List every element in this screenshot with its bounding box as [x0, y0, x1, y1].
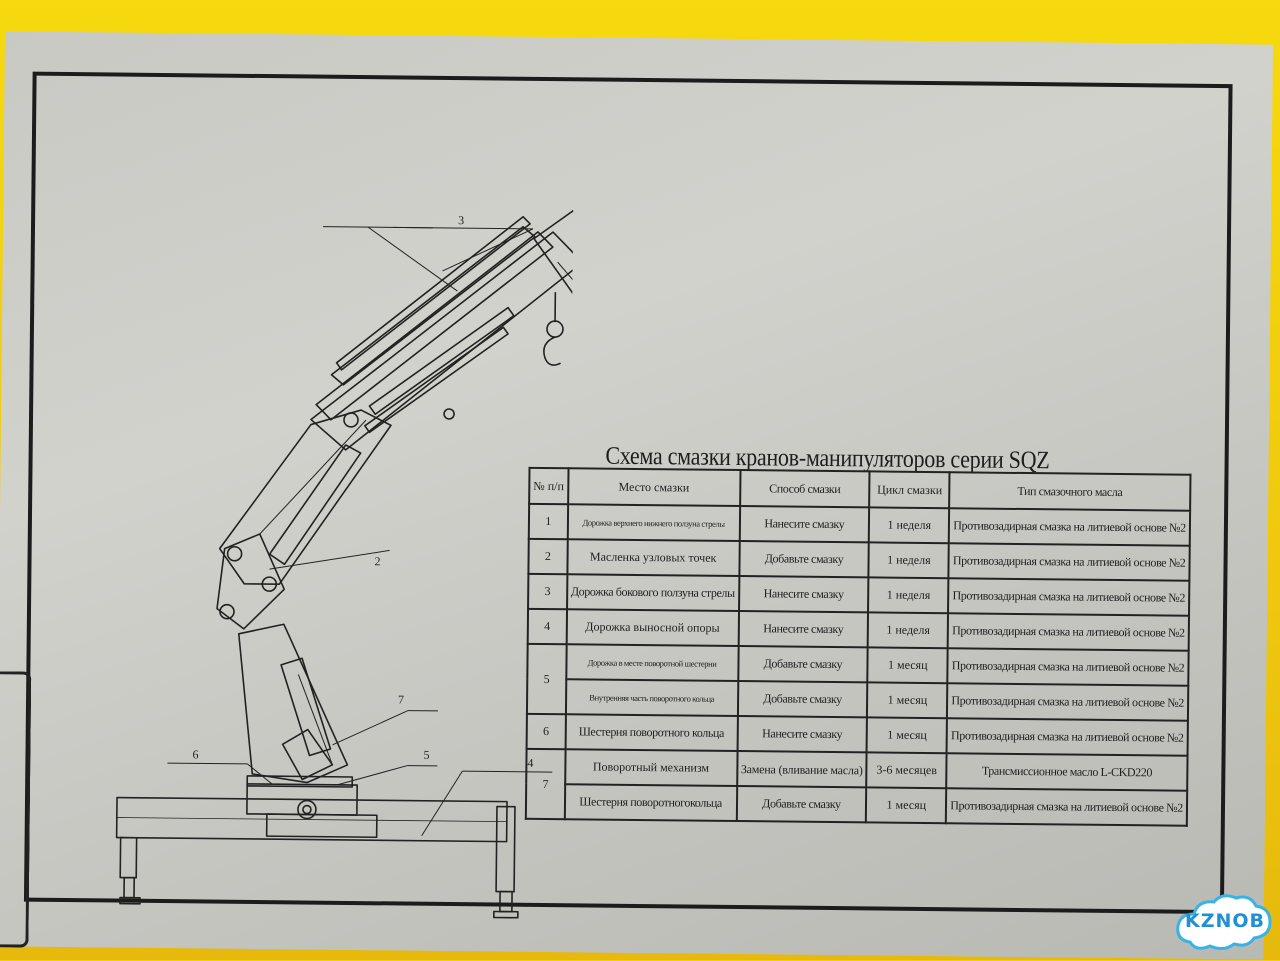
row-no: 2 [528, 539, 567, 574]
lubrication-plate: 1 2 3 4 5 6 7 Схема смазки кранов-манипу… [0, 31, 1273, 959]
callout-5: 5 [423, 748, 429, 762]
row-oil: Противозадирная смазка на литиевой основ… [947, 683, 1188, 721]
row-oil: Противозадирная смазка на литиевой основ… [947, 718, 1188, 756]
row-cycle: 1 неделя [869, 507, 949, 543]
row-oil: Противозадирная смазка на литиевой основ… [948, 613, 1189, 651]
row-method: Добавьте смазку [738, 646, 868, 682]
row-oil: Противозадирная смазка на литиевой основ… [949, 508, 1190, 546]
row-method: Нанесите смазку [739, 576, 869, 612]
row-method: Нанесите смазку [739, 506, 869, 542]
row-cycle: 1 неделя [868, 612, 948, 648]
row-place: Внутренняя часть поворотного кольца [566, 679, 738, 716]
row-place: Дорожка бокового ползуна стрелы [567, 574, 739, 611]
row-oil: Противозадирная смазка на литиевой основ… [946, 788, 1187, 826]
row-no: 5 [527, 644, 566, 714]
row-cycle: 1 месяц [867, 682, 947, 718]
row-cycle: 1 месяц [866, 787, 946, 823]
header-place: Место смазки [568, 468, 740, 506]
row-oil: Трансмиссионное масло L-CKD220 [947, 753, 1188, 791]
row-method: Нанесите смазку [737, 716, 867, 752]
side-tab [0, 671, 31, 947]
row-method: Добавьте смазку [739, 541, 869, 577]
row-method: Нанесите смазку [738, 611, 868, 647]
row-cycle: 1 месяц [868, 647, 948, 683]
row-method: Добавьте смазку [736, 786, 866, 822]
row-place: Дорожка выносной опоры [566, 609, 738, 646]
row-cycle: 1 неделя [868, 577, 948, 613]
header-cycle: Цикл смазки [869, 471, 949, 508]
row-place: Масленка узловых точек [567, 539, 739, 576]
row-cycle: 1 неделя [869, 542, 949, 578]
callout-6: 6 [192, 747, 198, 761]
header-oil: Тип смазочного масла [949, 472, 1190, 511]
row-no: 7 [526, 749, 565, 819]
row-method: Замена (вливание масла) [737, 751, 867, 787]
table-row: Шестерня поворотногокольца Добавьте смаз… [526, 784, 1187, 826]
row-method: Добавьте смазку [737, 681, 867, 717]
crane-diagram: 1 2 3 4 5 6 7 [106, 202, 574, 927]
row-cycle: 1 месяц [867, 717, 947, 753]
row-cycle: 3-6 месяцев [867, 752, 947, 788]
watermark-text: KZNOB [1172, 910, 1278, 932]
row-oil: Противозадирная смазка на литиевой основ… [948, 578, 1189, 616]
row-place: Поворотный механизм [565, 749, 737, 786]
row-place: Шестерня поворотногокольца [564, 784, 736, 821]
callout-2: 2 [374, 554, 380, 568]
callout-3: 3 [458, 213, 464, 227]
row-place: Дорожка в месте поворотной шестерни [566, 644, 738, 681]
row-place: Шестерня поворотного кольца [565, 714, 737, 751]
row-oil: Противозадирная смазка на литиевой основ… [949, 543, 1190, 581]
row-no: 3 [528, 574, 567, 609]
row-place: Дорожка верхнего нижнего ползуна стрелы [567, 504, 739, 541]
callout-7: 7 [398, 692, 404, 706]
row-no: 4 [528, 609, 567, 644]
header-method: Способ смазки [740, 470, 870, 507]
row-no: 1 [529, 504, 568, 539]
header-no: № п/п [529, 468, 568, 504]
lubrication-table: № п/п Место смазки Способ смазки Цикл см… [525, 467, 1191, 827]
telescopic-boom [311, 230, 574, 453]
row-oil: Противозадирная смазка на литиевой основ… [948, 648, 1189, 686]
row-no: 6 [527, 714, 566, 749]
